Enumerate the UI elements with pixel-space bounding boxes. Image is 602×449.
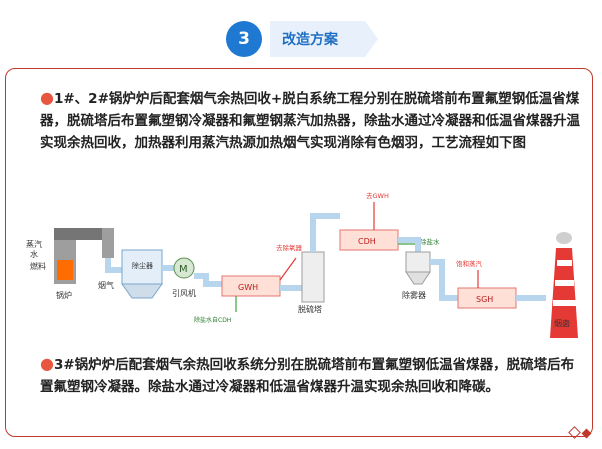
chimney-stripe-3 [553, 300, 576, 306]
label-fan: 引风机 [172, 288, 196, 298]
bullet-dot-icon: ● [40, 354, 54, 373]
demister-hopper [405, 271, 431, 285]
step-number-badge: 3 [226, 21, 262, 57]
label-desalted-water: 除盐水 [420, 237, 440, 246]
chimney-shape [550, 248, 578, 338]
desulfurization-tower-shape [301, 251, 325, 303]
label-demister: 除雾器 [402, 290, 426, 300]
chimney-stripe-1 [557, 260, 572, 266]
gas-pipe-6 [398, 237, 421, 252]
gas-pipe-3 [194, 273, 222, 287]
label-water: 水 [30, 249, 38, 259]
dust-collector-hopper [121, 283, 163, 299]
paragraph-1-text: 1#、2#锅炉炉后配套烟气余热回收+脱白系统工程分别在脱硫塔前布置氟塑钢低温省煤… [40, 91, 580, 151]
label-motor: M [179, 264, 188, 275]
diamond-filled-icon [581, 428, 592, 439]
gas-pipe-5 [310, 213, 340, 252]
label-to-gwh: 去GWH [366, 191, 389, 200]
label-sgh: SGH [476, 295, 493, 304]
step-title: 改造方案 [282, 32, 338, 48]
label-to-deaerator: 去除氧器 [276, 243, 303, 252]
demister-shape [405, 251, 431, 273]
chimney-stripe-2 [555, 280, 574, 286]
label-saturated-steam: 饱和蒸汽 [456, 259, 483, 268]
label-cdh: CDH [358, 237, 376, 246]
boiler-top [54, 228, 114, 240]
label-chimney: 烟囱 [554, 318, 570, 328]
label-dust-collector: 除尘器 [132, 261, 153, 270]
diamond-outline-icon [568, 426, 581, 439]
label-desulfurization-tower: 脱硫塔 [298, 304, 322, 314]
step-title-tab [270, 21, 378, 57]
bullet-dot-icon: ● [40, 88, 54, 107]
label-steam: 蒸汽 [26, 239, 42, 249]
label-gwh: GWH [238, 283, 258, 292]
label-flue-gas: 烟气 [98, 280, 114, 290]
corner-decoration [566, 422, 592, 441]
dust-collector-shape [121, 249, 163, 285]
label-boiler: 锅炉 [56, 290, 72, 300]
paragraph-2-text: 3#锅炉炉后配套烟气余热回收系统分别在脱硫塔前布置氟塑钢低温省煤器，脱硫塔后布置… [40, 357, 575, 395]
boiler-duct [102, 228, 114, 258]
to-deaerator-line [279, 257, 297, 281]
label-desalted-water-from-cdh: 除盐水自CDH [194, 316, 231, 324]
process-flow-diagram: 蒸汽 水 燃料 锅炉 烟气 除尘器 M 引风机 GWH 去除氧器 除盐水自CDH… [26, 191, 578, 338]
section-header: 3 改造方案 [0, 0, 602, 70]
gas-pipe-7 [430, 259, 458, 301]
paragraph-2: ●3#锅炉炉后配套烟气余热回收系统分别在脱硫塔前布置氟塑钢低温省煤器，脱硫塔后布… [40, 353, 580, 398]
boiler-fire [57, 260, 73, 280]
label-fuel: 燃料 [30, 261, 46, 271]
fan-motor-icon [173, 257, 195, 279]
paragraph-1: ●1#、2#锅炉炉后配套烟气余热回收+脱白系统工程分别在脱硫塔前布置氟塑钢低温省… [40, 87, 580, 154]
chimney-smoke [556, 232, 572, 244]
gas-pipe-1 [105, 258, 122, 273]
